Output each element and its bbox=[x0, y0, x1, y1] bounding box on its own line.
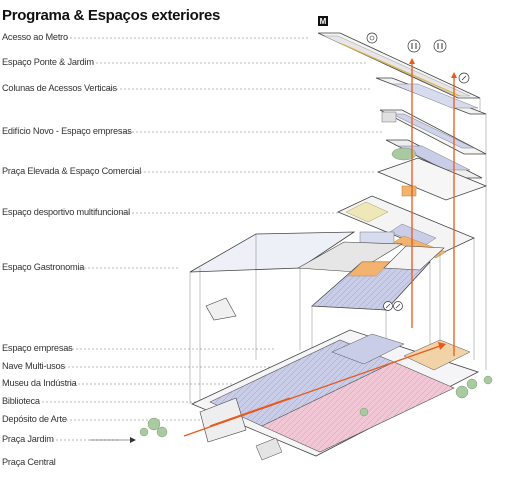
arrow-up-icon bbox=[409, 58, 415, 64]
label-espaco-gastronomia: Espaço Gastronomia bbox=[2, 262, 85, 272]
info-icon bbox=[383, 301, 393, 311]
level-metro bbox=[317, 32, 481, 99]
level-praca-elevada bbox=[376, 157, 488, 201]
label-colunas-acessos: Colunas de Acessos Verticais bbox=[2, 83, 117, 93]
label-nave-multiusos: Nave Multi-usos bbox=[2, 361, 65, 371]
label-espaco-ponte-jardim: Espaço Ponte & Jardim bbox=[2, 57, 94, 67]
label-deposito-arte: Depósito de Arte bbox=[2, 414, 67, 424]
info-icon bbox=[458, 72, 470, 84]
level-ground-complex bbox=[191, 329, 480, 461]
toilets-icon bbox=[433, 39, 447, 53]
level-gastronomia bbox=[189, 231, 445, 321]
wheelchair-icon bbox=[366, 32, 378, 44]
label-museu-industria: Museu da Indústria bbox=[2, 378, 77, 388]
label-acesso-metro: Acesso ao Metro bbox=[2, 32, 68, 42]
info-icon bbox=[393, 301, 403, 311]
svg-text:M: M bbox=[320, 17, 327, 26]
label-espaco-empresas: Espaço empresas bbox=[2, 343, 73, 353]
arrow-up-icon bbox=[451, 72, 457, 78]
label-edificio-novo: Edifício Novo - Espaço empresas bbox=[2, 126, 132, 136]
label-praca-elevada: Praça Elevada & Espaço Comercial bbox=[2, 166, 142, 176]
label-espaco-desportivo: Espaço desportivo multifuncional bbox=[2, 207, 130, 217]
label-praca-central: Praça Central bbox=[2, 457, 56, 467]
arrow-right-icon bbox=[438, 342, 446, 350]
metro-icon: M bbox=[318, 16, 328, 26]
trees bbox=[139, 375, 493, 438]
leader-lines bbox=[42, 37, 384, 441]
label-praca-jardim: Praça Jardim bbox=[2, 434, 54, 444]
diagram-title: Programa & Espaços exteriores bbox=[2, 7, 221, 24]
circulation-arrows bbox=[183, 62, 455, 437]
toilets-icon bbox=[407, 39, 421, 53]
label-biblioteca: Biblioteca bbox=[2, 396, 40, 406]
arrow-right-icon bbox=[130, 437, 136, 443]
level-colunas bbox=[379, 109, 487, 155]
